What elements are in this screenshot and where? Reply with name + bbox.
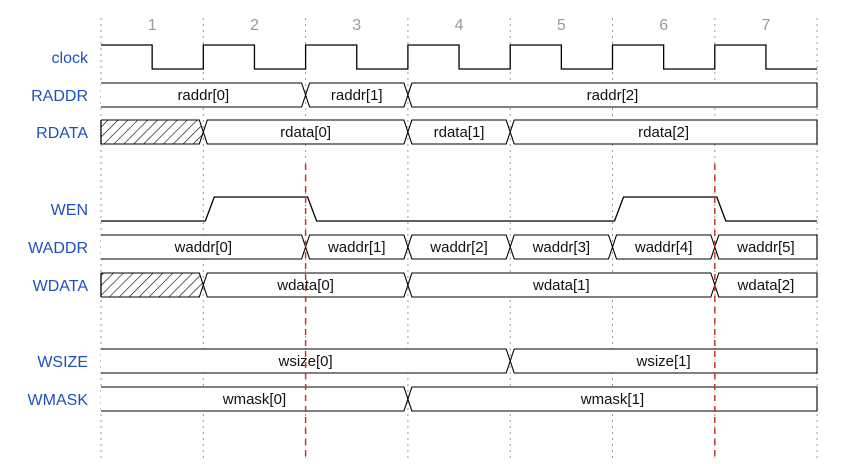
cycle-number: 1	[148, 17, 157, 34]
sample-markers	[304, 164, 716, 460]
bus-segment	[407, 82, 818, 108]
cycle-numbers: 1 2 3 4 5 6 7	[148, 17, 771, 34]
bus-segment	[509, 119, 818, 145]
bus-value: waddr[3]	[532, 239, 591, 256]
bus-value: raddr[0]	[177, 87, 229, 104]
bus-value: raddr[1]	[331, 87, 383, 104]
raddr-signal: raddr[0] raddr[1] raddr[2]	[101, 82, 818, 108]
bus-segment	[202, 119, 409, 145]
waddr-label: WADDR	[28, 240, 88, 257]
bus-segment	[509, 348, 818, 374]
bus-value: rdata[2]	[638, 124, 689, 141]
bus-value: wdata[2]	[737, 277, 795, 294]
bus-segment	[407, 272, 716, 298]
undefined-data-segment	[101, 119, 204, 145]
bus-value: raddr[2]	[587, 87, 639, 104]
rdata-label: RDATA	[36, 125, 88, 142]
bus-value: wmask[1]	[580, 391, 644, 408]
undefined-data-segment	[101, 272, 204, 298]
wmask-label: WMASK	[28, 392, 89, 409]
cycle-number: 6	[659, 17, 668, 34]
bus-segment	[714, 272, 818, 298]
bus-segment	[407, 386, 818, 412]
bus-segment	[509, 234, 614, 260]
bus-segment	[305, 82, 409, 108]
bus-value: wmask[0]	[222, 391, 286, 408]
clock-signal	[101, 44, 817, 70]
bus-value: rdata[0]	[280, 124, 331, 141]
cycle-number: 3	[352, 17, 361, 34]
bus-value: waddr[0]	[174, 239, 233, 256]
bus-value: waddr[5]	[736, 239, 795, 256]
wmask-signal: wmask[0] wmask[1]	[101, 386, 818, 412]
bus-value: wsize[1]	[636, 353, 691, 370]
bus-segment	[407, 119, 511, 145]
wdata-label: WDATA	[33, 278, 89, 295]
cycle-number: 7	[761, 17, 770, 34]
wsize-signal: wsize[0] wsize[1]	[101, 348, 818, 374]
bus-value: rdata[1]	[434, 124, 485, 141]
wen-label: WEN	[51, 202, 88, 219]
bus-value: waddr[2]	[429, 239, 488, 256]
cycle-number: 2	[250, 17, 259, 34]
bus-value: waddr[4]	[634, 239, 693, 256]
cycle-number: 5	[557, 17, 566, 34]
bus-value: wsize[0]	[278, 353, 333, 370]
wen-waveform	[101, 196, 817, 222]
bus-value: waddr[1]	[327, 239, 386, 256]
signal-traces: raddr[0] raddr[1] raddr[2] rdata[0] rdata[1]…	[100, 44, 818, 412]
clock-waveform	[101, 44, 817, 70]
wsize-label: WSIZE	[37, 354, 88, 371]
cycle-number: 4	[455, 17, 464, 34]
waddr-signal: waddr[0] waddr[1] waddr[2] waddr[3] waddr[4]…	[101, 234, 818, 260]
raddr-label: RADDR	[31, 88, 88, 105]
bus-value: wdata[1]	[532, 277, 590, 294]
wdata-signal: wdata[0]wdata[1]wdata[2]	[100, 272, 818, 298]
clock-label: clock	[52, 50, 89, 67]
rdata-signal: rdata[0] rdata[1] rdata[2]	[100, 119, 818, 145]
bus-segment	[407, 234, 511, 260]
bus-segment	[611, 234, 716, 260]
wen-signal	[101, 196, 817, 222]
